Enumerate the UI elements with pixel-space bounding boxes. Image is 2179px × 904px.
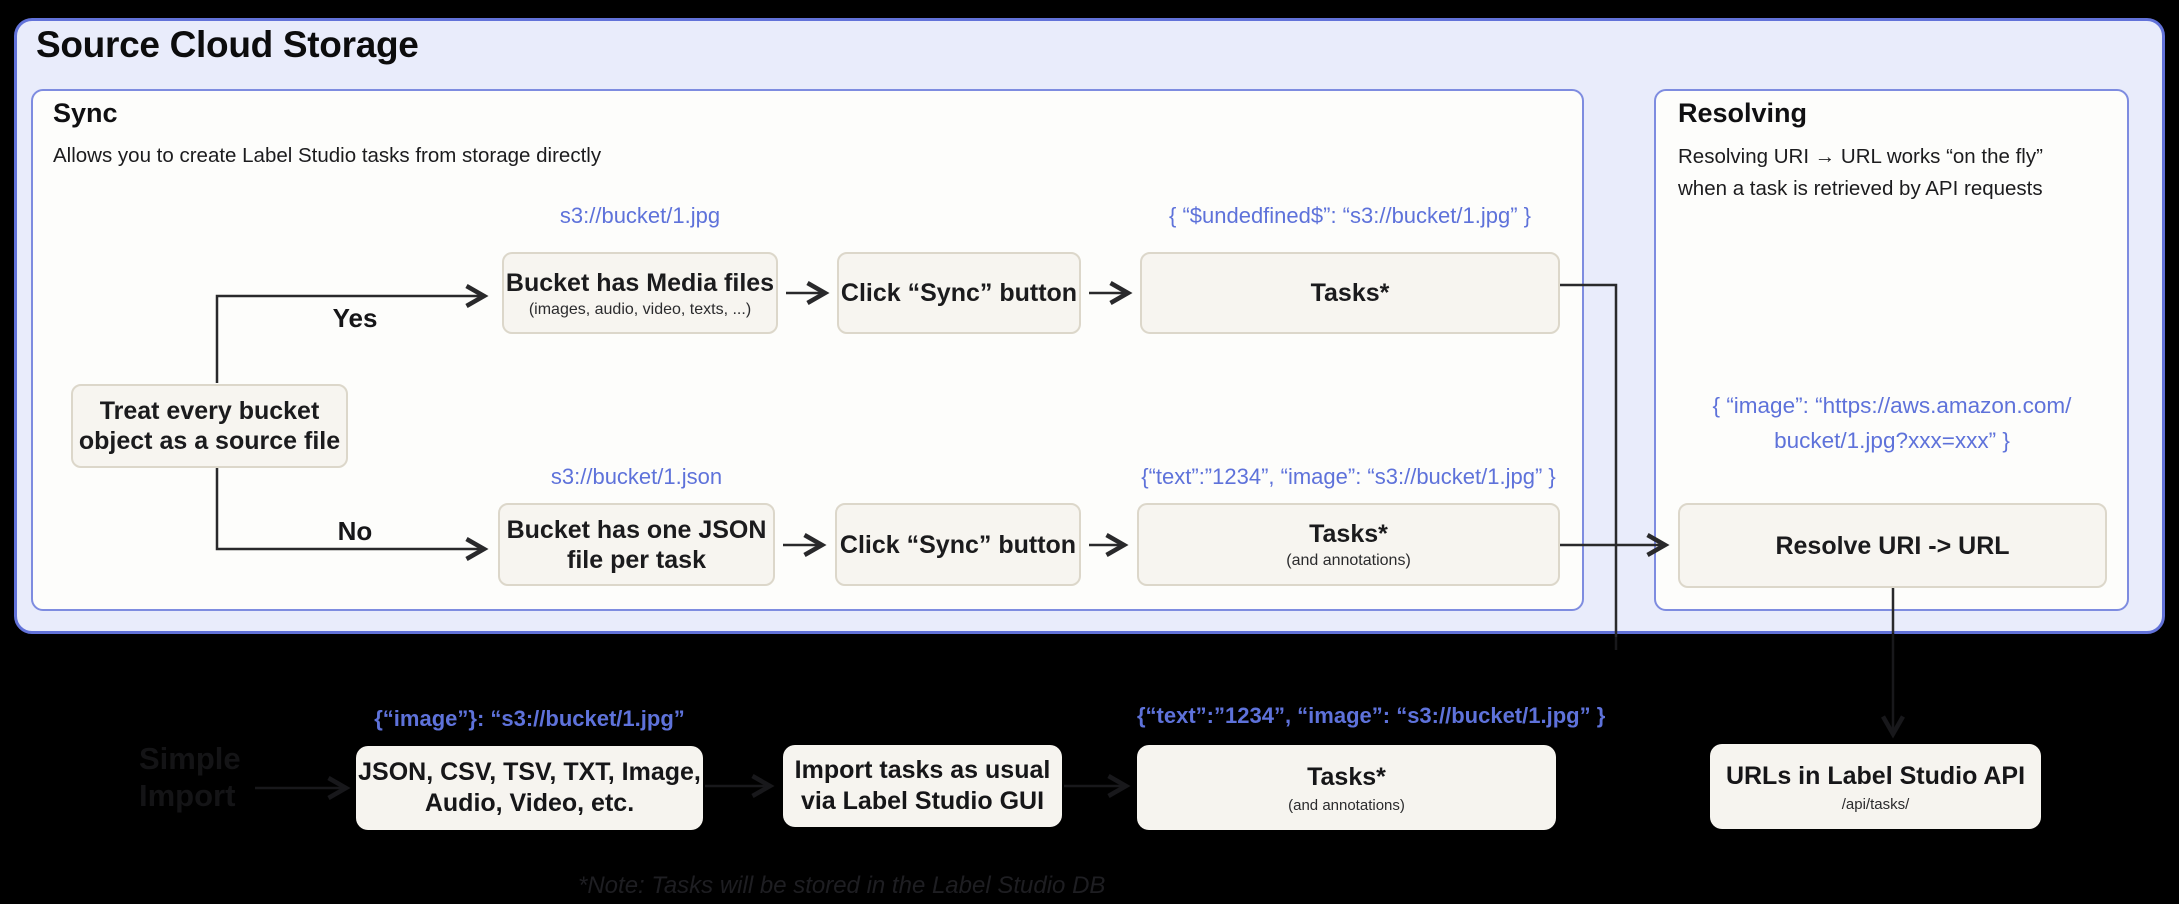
resolve-uri-url-box: Resolve URI -> URL	[1678, 503, 2107, 588]
tasks1-title: Tasks*	[1310, 279, 1390, 307]
sync-title: Sync	[53, 98, 118, 128]
api-urls-box: URLs in Label Studio API /api/tasks/	[1710, 744, 2041, 829]
tasks3-title: Tasks*	[1307, 762, 1386, 791]
tasks-box-1: Tasks*	[1140, 252, 1560, 334]
tasks2-sub: (and annotations)	[1286, 552, 1411, 569]
decision-line2: object as a source file	[78, 427, 341, 455]
file-formats-line1: JSON, CSV, TSV, TXT, Image,	[358, 758, 701, 786]
no-branch-label: No	[337, 516, 373, 546]
api-urls-title: URLs in Label Studio API	[1725, 761, 2026, 790]
import-gui-line2: via Label Studio GUI	[800, 787, 1045, 815]
resolving-subtitle-line2: when a task is retrieved by API requests	[1678, 177, 2043, 200]
simple-import-line1: Simple	[139, 741, 241, 776]
bucket-media-sub: (images, audio, video, texts, ...)	[528, 300, 752, 318]
resolving-title: Resolving	[1678, 98, 1808, 128]
tasks-box-3: Tasks* (and annotations)	[1137, 745, 1556, 830]
sync-subtitle: Allows you to create Label Studio tasks …	[53, 144, 602, 167]
tasks2-title: Tasks*	[1309, 520, 1388, 548]
tasks3-sub: (and annotations)	[1288, 796, 1405, 814]
decision-box: Treat every bucket object as a source fi…	[71, 384, 348, 468]
formats-json-label: {“image”}: “s3://bucket/1.jpg”	[374, 706, 685, 731]
json-uri-label: s3://bucket/1.json	[550, 464, 723, 489]
page-title: Source Cloud Storage	[36, 24, 419, 65]
yes-branch-label: Yes	[332, 303, 378, 333]
bucket-media-title: Bucket has Media files	[505, 268, 775, 297]
simple-import-line2: Import	[139, 778, 236, 813]
tasks-box-2: Tasks* (and annotations)	[1137, 503, 1560, 586]
media-uri-label: s3://bucket/1.jpg	[559, 203, 721, 228]
sync-button-label-1: Click “Sync” button	[840, 279, 1078, 307]
decision-line1: Treat every bucket	[99, 397, 320, 425]
tasks3-json-label: {“text”:”1234”, “image”: “s3://bucket/1.…	[1137, 703, 1606, 728]
note-text: *Note: Tasks will be stored in the Label…	[578, 872, 1106, 899]
simple-import-ghost-title: Simple Import	[139, 740, 241, 814]
bucket-media-box: Bucket has Media files (images, audio, v…	[502, 252, 778, 334]
file-formats-box: JSON, CSV, TSV, TXT, Image, Audio, Video…	[356, 746, 703, 830]
tasks2-json-label: {“text”:”1234”, “image”: “s3://bucket/1.…	[1141, 464, 1556, 489]
resolve-uri-url-label: Resolve URI -> URL	[1775, 531, 2010, 560]
resolving-json-line2: bucket/1.jpg?xxx=xxx” }	[1774, 428, 2010, 453]
resolving-json-example: { “image”: “https://aws.amazon.com/ buck…	[1662, 388, 2122, 458]
import-gui-box: Import tasks as usual via Label Studio G…	[783, 745, 1062, 827]
import-gui-line1: Import tasks as usual	[794, 756, 1051, 784]
bucket-json-line2: file per task	[567, 545, 706, 574]
resolving-json-line1: { “image”: “https://aws.amazon.com/	[1712, 393, 2072, 418]
api-urls-sub: /api/tasks/	[1841, 795, 1910, 813]
sync-button-box-1: Click “Sync” button	[837, 252, 1081, 334]
bucket-json-box: Bucket has one JSON file per task	[498, 503, 775, 586]
bucket-json-line1: Bucket has one JSON	[506, 515, 767, 544]
sync-button-label-2: Click “Sync” button	[839, 530, 1077, 559]
sync-button-box-2: Click “Sync” button	[835, 503, 1081, 586]
resolving-subtitle-line1: Resolving URI → URL works “on the fly”	[1678, 145, 2043, 168]
file-formats-line2: Audio, Video, etc.	[424, 789, 635, 817]
tasks1-json-label: { “$undedfined$”: “s3://bucket/1.jpg” }	[1168, 203, 1531, 228]
